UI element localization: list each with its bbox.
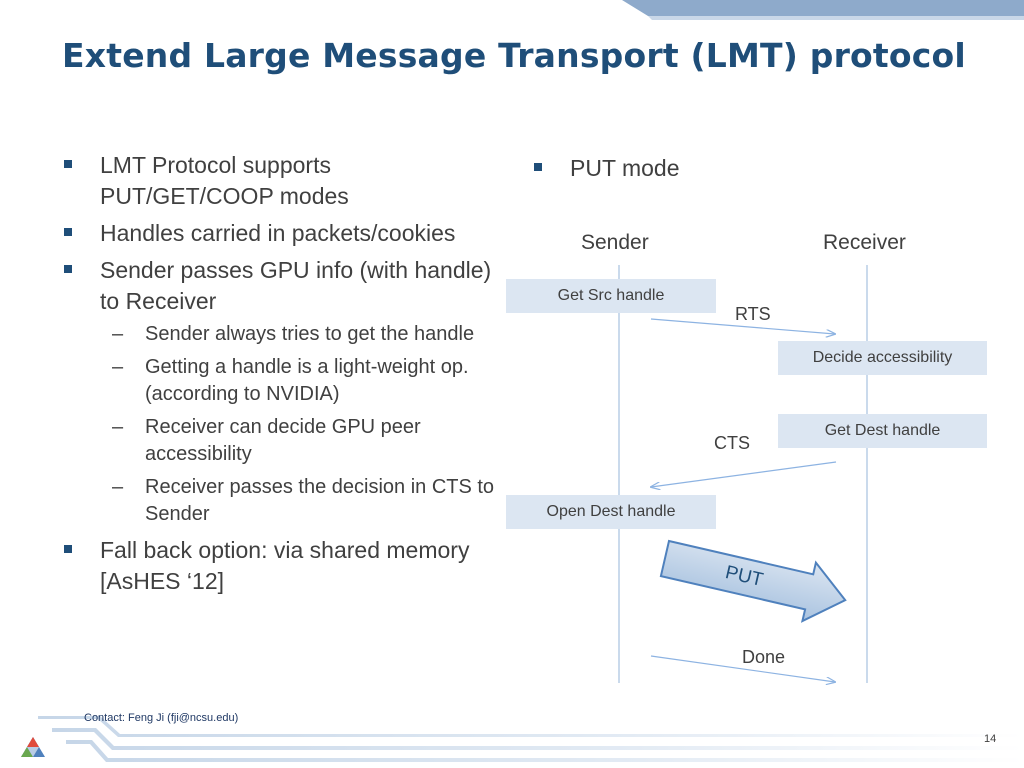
- bullet-marker: [64, 228, 72, 236]
- bullet-item: Fall back option: via shared memory [AsH…: [64, 535, 504, 597]
- decide-accessibility-box: Decide accessibility: [778, 341, 987, 375]
- sub-bullet-text: Receiver passes the decision in CTS to S…: [145, 475, 495, 526]
- sub-bullet-text: Sender always tries to get the handle: [145, 323, 475, 345]
- get-dest-handle-box: Get Dest handle: [778, 414, 987, 448]
- bullet-marker: [64, 160, 72, 168]
- sub-bullet-item: – Sender always tries to get the handle: [112, 323, 475, 345]
- bullet-text: LMT Protocol supports PUT/GET/COOP modes: [100, 152, 349, 209]
- page-number: 14: [984, 733, 997, 745]
- sub-bullet-text: Getting a handle is a light-weight op. (…: [145, 355, 469, 406]
- bullet-item: Sender passes GPU info (with handle) to …: [64, 255, 504, 529]
- bullet-text: Fall back option: via shared memory [AsH…: [100, 536, 470, 594]
- put-arrow: [659, 539, 847, 623]
- done-label: Done: [742, 647, 786, 667]
- bullet-marker: [64, 265, 72, 273]
- footer-band: [38, 716, 1024, 762]
- bullet-text: Sender passes GPU info (with handle) to …: [100, 257, 492, 314]
- sub-bullet-item: – Receiver can decide GPU peer accessibi…: [112, 415, 421, 466]
- put-mode-bullet: PUT mode: [534, 153, 680, 184]
- receiver-label: Receiver: [823, 231, 906, 254]
- sub-bullet-item: – Getting a handle is a light-weight op.…: [112, 355, 469, 406]
- bullet-marker: [64, 544, 72, 553]
- sub-bullet-item: – Receiver passes the decision in CTS to…: [112, 475, 495, 526]
- get-src-handle-box: Get Src handle: [506, 279, 716, 313]
- sub-bullet-text: Receiver can decide GPU peer accessibili…: [145, 415, 421, 466]
- bullet-item: LMT Protocol supports PUT/GET/COOP modes: [64, 150, 504, 212]
- open-dest-handle-box: Open Dest handle: [506, 495, 716, 529]
- put-mode-text: PUT mode: [570, 155, 680, 181]
- slide-title: Extend Large Message Transport (LMT) pro…: [62, 36, 966, 75]
- cts-arrow: [651, 461, 837, 487]
- bullet-marker: [534, 163, 542, 171]
- header-band: [622, 0, 1024, 20]
- sender-label: Sender: [581, 231, 649, 254]
- sub-bullet-list: – Sender always tries to get the handle …: [100, 321, 504, 529]
- left-bullet-list: LMT Protocol supports PUT/GET/COOP modes…: [64, 150, 504, 603]
- rts-arrow: [650, 318, 835, 334]
- bullet-text: Handles carried in packets/cookies: [100, 220, 456, 246]
- bullet-item: Handles carried in packets/cookies: [64, 218, 504, 249]
- cts-label: CTS: [714, 433, 750, 453]
- logo-icon: [21, 737, 45, 757]
- contact-info: Contact: Feng Ji (fji@ncsu.edu): [84, 712, 239, 724]
- done-arrow: [650, 655, 835, 682]
- rts-label: RTS: [735, 304, 771, 324]
